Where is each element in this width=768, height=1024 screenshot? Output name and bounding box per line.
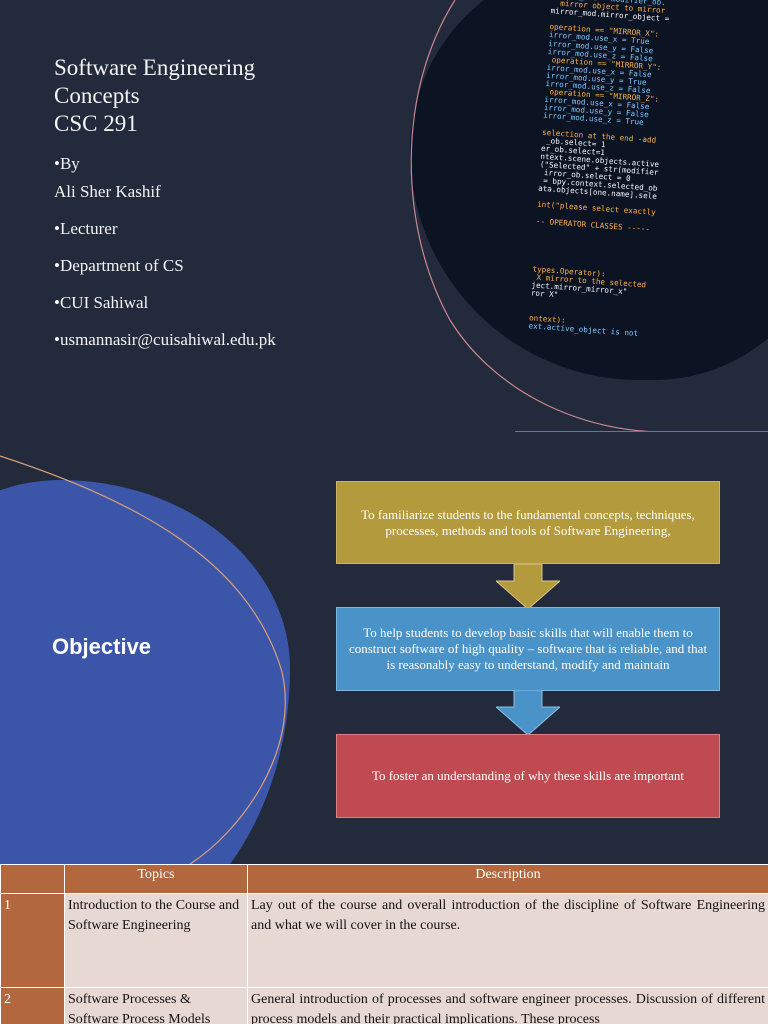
title-slide: mirror_mod = modifier_ob. mirror object … — [0, 0, 768, 432]
author-info: •By Ali Sher Kashif •Lecturer •Departmen… — [54, 153, 276, 366]
objective-box-1: To familiarize students to the fundament… — [336, 481, 720, 564]
presentation-title: Software Engineering Concepts CSC 291 — [54, 54, 255, 138]
author-name: Ali Sher Kashif — [54, 182, 161, 201]
objective-box-3: To foster an understanding of why these … — [336, 734, 720, 818]
topics-table-slide: Topics Description 1 Introduction to the… — [0, 864, 768, 1024]
title-line: Concepts — [54, 83, 140, 108]
header-number — [0, 864, 65, 894]
header-topics: Topics — [64, 864, 248, 894]
table-row: 1 Introduction to the Course and Softwar… — [0, 893, 768, 988]
objective-box-2: To help students to develop basic skills… — [336, 607, 720, 691]
objective-text-2: To help students to develop basic skills… — [348, 625, 708, 672]
topics-table: Topics Description 1 Introduction to the… — [0, 864, 768, 1024]
row-number: 1 — [0, 893, 65, 988]
objective-text-1: To familiarize students to the fundament… — [361, 506, 695, 538]
decorative-curve — [410, 0, 768, 432]
bullet-role: •Lecturer — [54, 219, 118, 238]
objective-slide: Objective To familiarize students to the… — [0, 432, 768, 864]
row-description: Lay out of the course and overall introd… — [247, 893, 768, 988]
objective-text-3: To foster an understanding of why these … — [371, 768, 685, 783]
title-line: CSC 291 — [54, 111, 138, 136]
row-topic: Software Processes & Software Process Mo… — [64, 987, 248, 1024]
row-description: General introduction of processes and so… — [247, 987, 768, 1024]
title-line: Software Engineering — [54, 55, 256, 80]
down-arrow-icon — [496, 564, 560, 609]
row-topic: Introduction to the Course and Software … — [64, 893, 248, 988]
objective-heading: Objective — [52, 634, 152, 659]
bullet-department: •Department of CS — [54, 256, 184, 275]
bullet-by: •By — [54, 154, 80, 173]
table-header-row: Topics Description — [0, 864, 768, 894]
down-arrow-icon — [496, 690, 560, 735]
header-description: Description — [247, 864, 768, 894]
bullet-email: •usmannasir@cuisahiwal.edu.pk — [54, 330, 276, 349]
bullet-campus: •CUI Sahiwal — [54, 293, 149, 312]
row-number: 2 — [0, 987, 65, 1024]
table-row: 2 Software Processes & Software Process … — [0, 987, 768, 1024]
decorative-curve — [0, 455, 286, 864]
